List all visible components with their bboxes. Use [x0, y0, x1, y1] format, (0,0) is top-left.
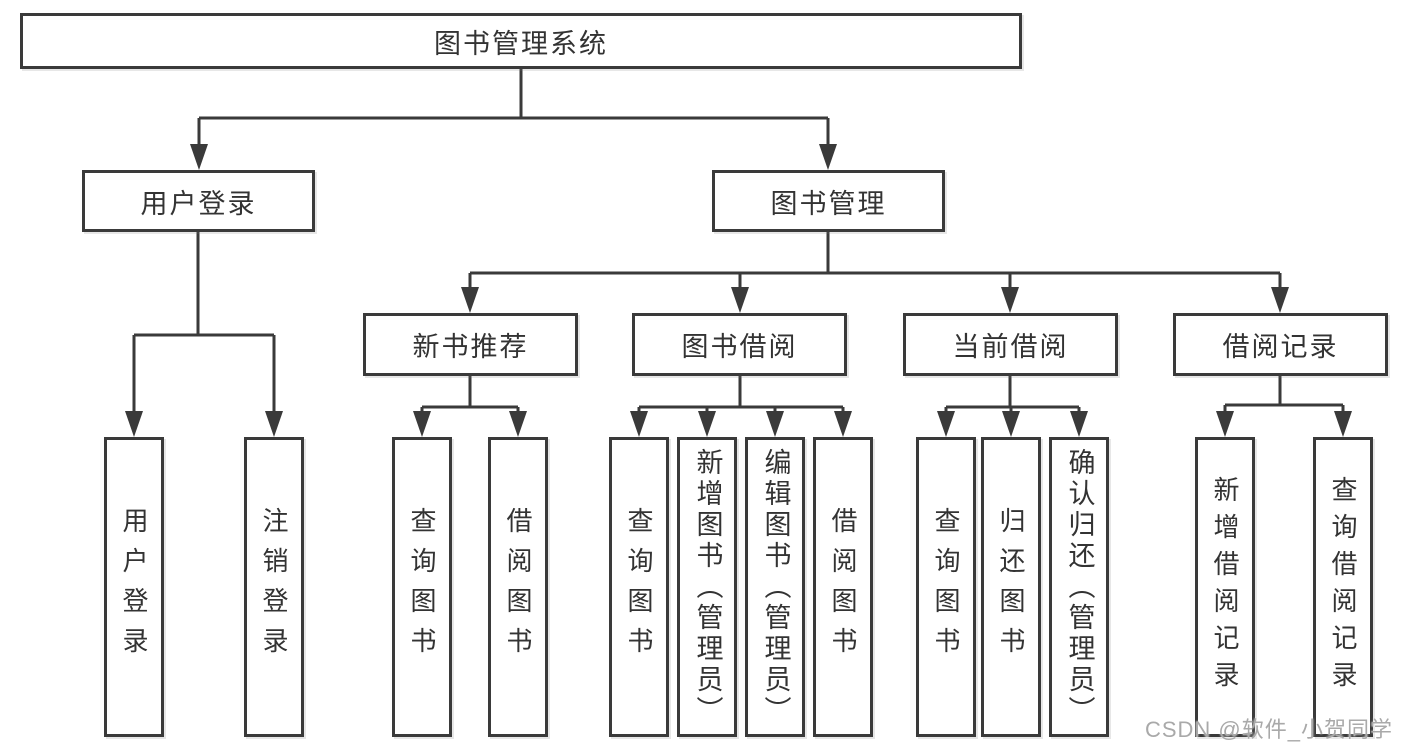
node-book-management-label: 图书管理 — [770, 188, 887, 219]
node-leaf-query-book-current: 查询图书 — [916, 437, 976, 737]
node-leaf-edit-book-admin-label: 编辑图书（管理员） — [760, 447, 791, 727]
node-new-book-recommend-label: 新书推荐 — [412, 332, 529, 362]
node-book-management: 图书管理 — [712, 170, 945, 232]
node-leaf-user-login-label: 用户登录 — [119, 507, 149, 667]
node-leaf-query-borrow-record: 查询借阅记录 — [1313, 437, 1373, 737]
node-root: 图书管理系统 — [20, 13, 1022, 69]
node-leaf-logout: 注销登录 — [244, 437, 304, 737]
node-root-label: 图书管理系统 — [434, 28, 608, 59]
node-leaf-add-borrow-record: 新增借阅记录 — [1195, 437, 1255, 737]
node-leaf-query-book-borrow-label: 查询图书 — [624, 507, 654, 667]
node-book-borrow-label: 图书借阅 — [681, 332, 798, 362]
node-book-borrow: 图书借阅 — [632, 313, 847, 376]
node-current-borrow: 当前借阅 — [903, 313, 1118, 376]
node-current-borrow-label: 当前借阅 — [952, 332, 1069, 362]
node-new-book-recommend: 新书推荐 — [363, 313, 578, 376]
node-leaf-return-book-label: 归还图书 — [996, 507, 1026, 667]
node-leaf-logout-label: 注销登录 — [259, 507, 289, 667]
node-leaf-edit-book-admin: 编辑图书（管理员） — [745, 437, 805, 737]
node-leaf-return-book: 归还图书 — [981, 437, 1041, 737]
node-leaf-query-book-current-label: 查询图书 — [931, 507, 961, 667]
node-leaf-confirm-return-admin: 确认归还（管理员） — [1049, 437, 1109, 737]
node-leaf-add-borrow-record-label: 新增借阅记录 — [1210, 476, 1240, 698]
node-leaf-query-book-recommend: 查询图书 — [392, 437, 452, 737]
node-leaf-borrow-book-recommend-label: 借阅图书 — [503, 507, 533, 667]
node-leaf-borrow-book: 借阅图书 — [813, 437, 873, 737]
node-leaf-confirm-return-admin-label: 确认归还（管理员） — [1064, 447, 1095, 727]
node-borrow-record: 借阅记录 — [1173, 313, 1388, 376]
node-leaf-borrow-book-label: 借阅图书 — [828, 507, 858, 667]
csdn-watermark: CSDN @软件_小贺同学 — [1144, 717, 1393, 742]
node-leaf-user-login: 用户登录 — [104, 437, 164, 737]
node-user-login: 用户登录 — [82, 170, 315, 232]
node-leaf-query-book-recommend-label: 查询图书 — [407, 507, 437, 667]
node-leaf-query-borrow-record-label: 查询借阅记录 — [1328, 476, 1358, 698]
node-leaf-query-book-borrow: 查询图书 — [609, 437, 669, 737]
node-leaf-add-book-admin: 新增图书（管理员） — [677, 437, 737, 737]
node-user-login-label: 用户登录 — [140, 188, 257, 219]
node-leaf-borrow-book-recommend: 借阅图书 — [488, 437, 548, 737]
node-borrow-record-label: 借阅记录 — [1222, 332, 1339, 362]
node-leaf-add-book-admin-label: 新增图书（管理员） — [692, 447, 723, 727]
